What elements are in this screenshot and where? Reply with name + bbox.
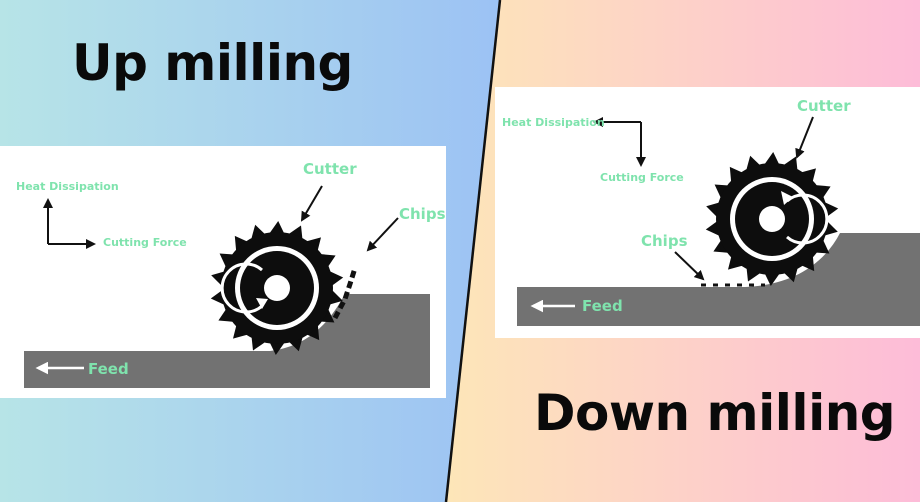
- up-chips: [332, 267, 358, 320]
- down-cutter: [705, 152, 839, 286]
- down-milling-panel: Feed Heat Dissipation Cutting Force Cutt…: [495, 87, 920, 338]
- divider-line: [444, 0, 502, 502]
- down-milling-diagram: Feed Heat Dissipation Cutting Force Cutt…: [502, 97, 920, 326]
- up-workpiece: [24, 294, 430, 388]
- up-milling-diagram: Feed Heat Dissipation Cutting Force Cutt…: [16, 160, 446, 388]
- down-cutter-pointer: [795, 116, 814, 159]
- down-chips-label: Chips: [641, 232, 688, 250]
- saw-tooth: [762, 152, 781, 167]
- saw-tooth: [763, 271, 782, 286]
- down-cutter-label: Cutter: [797, 97, 851, 115]
- up-cutter-label: Cutter: [303, 160, 357, 178]
- down-heat-label: Heat Dissipation: [502, 116, 605, 129]
- up-feed-label: Feed: [88, 360, 129, 378]
- up-cutter-pointer: [300, 185, 323, 222]
- down-feed-label: Feed: [582, 297, 623, 315]
- down-milling-title: Down milling: [534, 384, 896, 442]
- up-chips-label: Chips: [399, 205, 446, 223]
- down-workpiece: [517, 233, 920, 326]
- down-force-label: Cutting Force: [600, 171, 684, 184]
- up-milling-panel: Feed Heat Dissipation Cutting Force Cutt…: [0, 146, 446, 398]
- down-chips-pointer: [674, 251, 705, 281]
- up-force-label: Cutting Force: [103, 236, 187, 249]
- up-heat-label: Heat Dissipation: [16, 180, 119, 193]
- up-cutter: [210, 221, 344, 355]
- saw-tooth: [268, 340, 287, 355]
- up-chips-pointer: [366, 217, 399, 252]
- up-milling-title: Up milling: [72, 34, 353, 92]
- saw-tooth: [267, 221, 286, 236]
